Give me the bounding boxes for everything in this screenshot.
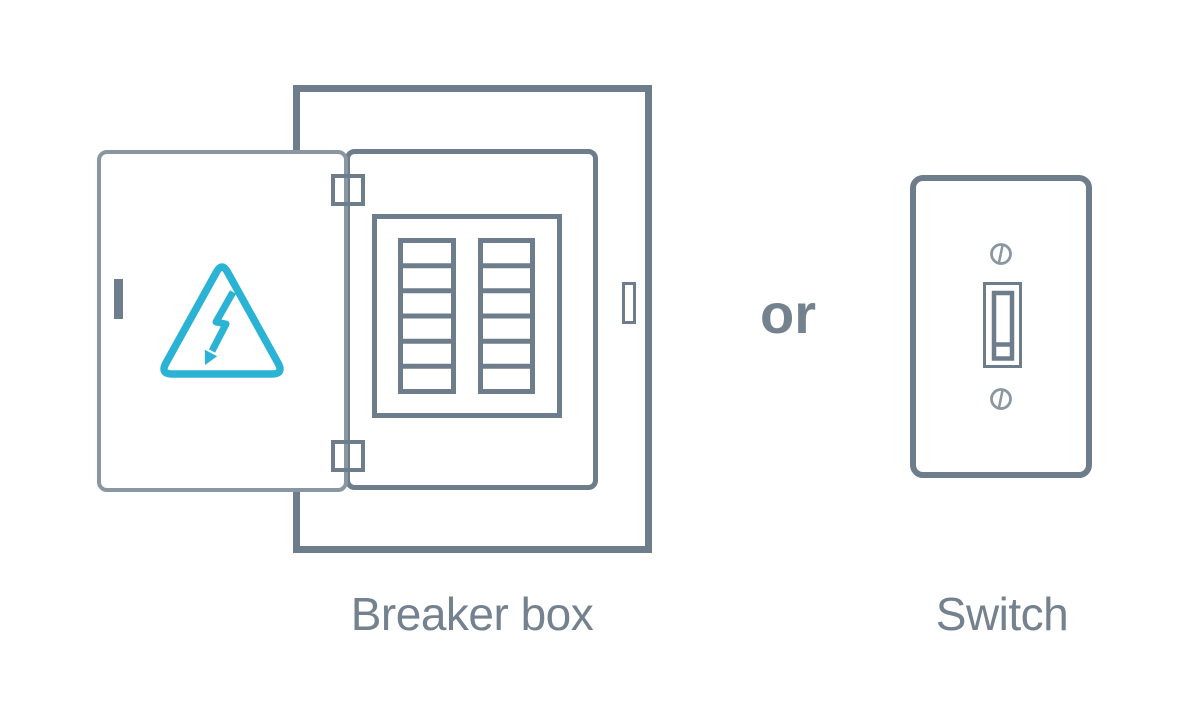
toggle-switch	[983, 282, 1022, 368]
breaker-box-label: Breaker box	[350, 588, 594, 640]
hinge-top	[331, 174, 365, 206]
or-connector: or	[760, 282, 816, 345]
door-handle	[114, 279, 123, 319]
switch-plate	[910, 175, 1092, 478]
cabinet-latch	[622, 282, 636, 324]
breaker-box-icon	[97, 85, 652, 553]
screw-bottom-icon	[990, 388, 1012, 410]
switch-label: Switch	[935, 588, 1069, 640]
light-switch-icon	[910, 175, 1092, 478]
screw-top-icon	[990, 243, 1012, 265]
breaker-grid-frame	[372, 214, 562, 418]
hinge-bottom	[331, 440, 365, 472]
high-voltage-warning-icon	[160, 263, 284, 378]
breaker-column-right	[478, 238, 535, 394]
breaker-column-left	[398, 238, 456, 394]
